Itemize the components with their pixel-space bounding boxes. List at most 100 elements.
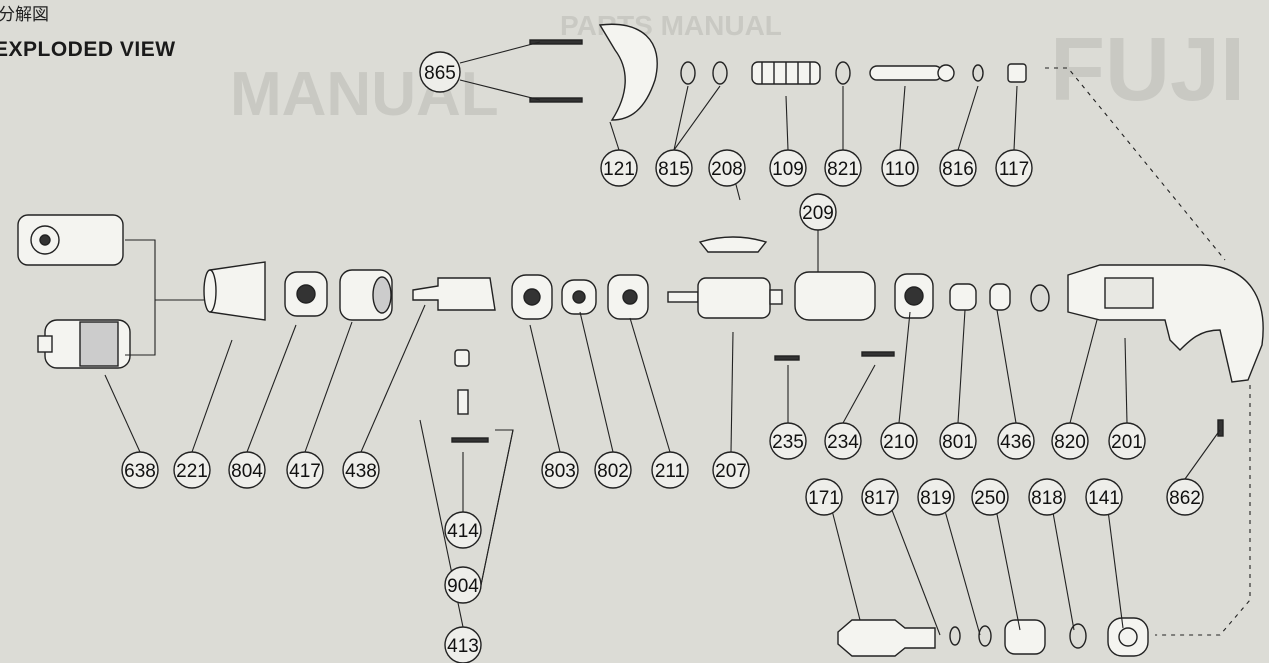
bearing-center bbox=[572, 290, 586, 304]
watermark-parts-manual: PARTS MANUAL bbox=[560, 10, 782, 41]
callout-number: 436 bbox=[1000, 432, 1032, 453]
ring-gear-inner bbox=[372, 276, 392, 314]
callout-801: 801 bbox=[939, 422, 977, 460]
parts-drawing bbox=[17, 23, 1264, 657]
callout-816: 816 bbox=[939, 149, 977, 187]
callout-803: 803 bbox=[541, 451, 579, 489]
callout-number: 816 bbox=[942, 159, 974, 180]
callout-number: 211 bbox=[655, 461, 685, 482]
bearing-center bbox=[296, 284, 316, 304]
callout-817: 817 bbox=[861, 478, 899, 516]
leader-line bbox=[459, 41, 541, 64]
latch-part bbox=[598, 23, 658, 121]
callout-circle bbox=[939, 422, 977, 460]
callout-819: 819 bbox=[917, 478, 955, 516]
callout-201: 201 bbox=[1108, 422, 1146, 460]
o-ring-part bbox=[1030, 284, 1050, 312]
leader-line bbox=[304, 321, 353, 453]
housing-label-plate bbox=[1104, 277, 1154, 309]
title-japanese: 分解図 bbox=[0, 5, 49, 25]
callout-number: 904 bbox=[447, 576, 479, 597]
callout-234: 234 bbox=[824, 422, 862, 460]
callout-number: 817 bbox=[864, 488, 896, 509]
callout-207: 207 bbox=[712, 451, 750, 489]
callout-117: 117 bbox=[995, 149, 1033, 187]
callout-862: 862 bbox=[1166, 478, 1204, 516]
callout-235: 235 bbox=[769, 422, 807, 460]
o-ring-part bbox=[978, 625, 992, 647]
callout-number: 865 bbox=[424, 63, 456, 84]
callout-number: 209 bbox=[802, 203, 834, 224]
leader-line bbox=[579, 311, 614, 453]
callout-number: 802 bbox=[597, 461, 629, 482]
stem-part bbox=[869, 65, 943, 81]
bearing-center bbox=[523, 288, 541, 306]
stem-end bbox=[937, 64, 955, 82]
o-ring-part bbox=[680, 61, 696, 85]
callout-number: 221 bbox=[176, 461, 208, 482]
callout-number: 417 bbox=[289, 461, 321, 482]
pin-part-small bbox=[451, 437, 489, 443]
callout-circle bbox=[228, 451, 266, 489]
callout-number: 210 bbox=[883, 432, 915, 453]
leader-line bbox=[899, 85, 906, 151]
callout-number: 201 bbox=[1111, 432, 1143, 453]
callout-221: 221 bbox=[173, 451, 211, 489]
o-ring-part bbox=[1069, 623, 1087, 649]
leader-line bbox=[996, 309, 1017, 424]
leader-line bbox=[673, 85, 721, 151]
callout-211: 211 bbox=[651, 451, 689, 489]
callout-number: 818 bbox=[1031, 488, 1063, 509]
callout-815: 815 bbox=[655, 149, 693, 187]
rotor-part bbox=[697, 277, 771, 319]
leader-line bbox=[842, 364, 876, 424]
callout-number: 820 bbox=[1054, 432, 1086, 453]
leader-line bbox=[673, 85, 689, 151]
callout-number: 235 bbox=[772, 432, 804, 453]
callout-820: 820 bbox=[1051, 422, 1089, 460]
callout-865: 865 bbox=[419, 51, 461, 93]
o-ring-part bbox=[835, 61, 851, 85]
callout-number: 117 bbox=[999, 159, 1029, 180]
callout-number: 815 bbox=[658, 159, 690, 180]
leader-line bbox=[785, 95, 789, 151]
callout-number: 821 bbox=[827, 159, 859, 180]
callout-circle bbox=[444, 626, 482, 663]
leader-line bbox=[609, 121, 620, 151]
pin-part bbox=[861, 351, 895, 357]
callout-circle bbox=[444, 566, 482, 604]
callout-number: 141 bbox=[1088, 488, 1120, 509]
callout-circle bbox=[594, 451, 632, 489]
callout-417: 417 bbox=[286, 451, 324, 489]
callout-number: 804 bbox=[231, 461, 263, 482]
callout-circle bbox=[541, 451, 579, 489]
nut-part bbox=[454, 349, 470, 367]
leader-line bbox=[529, 324, 561, 453]
bearing-part bbox=[949, 283, 977, 311]
callout-number: 801 bbox=[942, 432, 974, 453]
callout-circle bbox=[995, 149, 1033, 187]
exhaust-cap-part bbox=[1107, 617, 1149, 657]
callout-circle bbox=[173, 451, 211, 489]
callout-818: 818 bbox=[1028, 478, 1066, 516]
leader-line bbox=[629, 317, 671, 453]
callout-109: 109 bbox=[769, 149, 807, 187]
leader-line bbox=[459, 79, 541, 101]
callout-209: 209 bbox=[799, 193, 837, 231]
callout-circle bbox=[286, 451, 324, 489]
callout-number: 862 bbox=[1169, 488, 1201, 509]
callout-number: 803 bbox=[544, 461, 576, 482]
leader-line bbox=[246, 324, 297, 453]
callout-number: 414 bbox=[447, 521, 479, 542]
leader-line bbox=[1069, 319, 1098, 424]
small-ring-part bbox=[972, 64, 984, 82]
keyed-chuck-knurl bbox=[79, 321, 119, 367]
callout-circle bbox=[824, 422, 862, 460]
callout-circle bbox=[824, 149, 862, 187]
leader-line bbox=[957, 85, 979, 151]
chuck-bracket bbox=[125, 239, 205, 356]
callout-638: 638 bbox=[121, 451, 159, 489]
leader-line bbox=[1013, 85, 1018, 151]
callout-802: 802 bbox=[594, 451, 632, 489]
watermark-brand: FUJI bbox=[1050, 20, 1245, 120]
